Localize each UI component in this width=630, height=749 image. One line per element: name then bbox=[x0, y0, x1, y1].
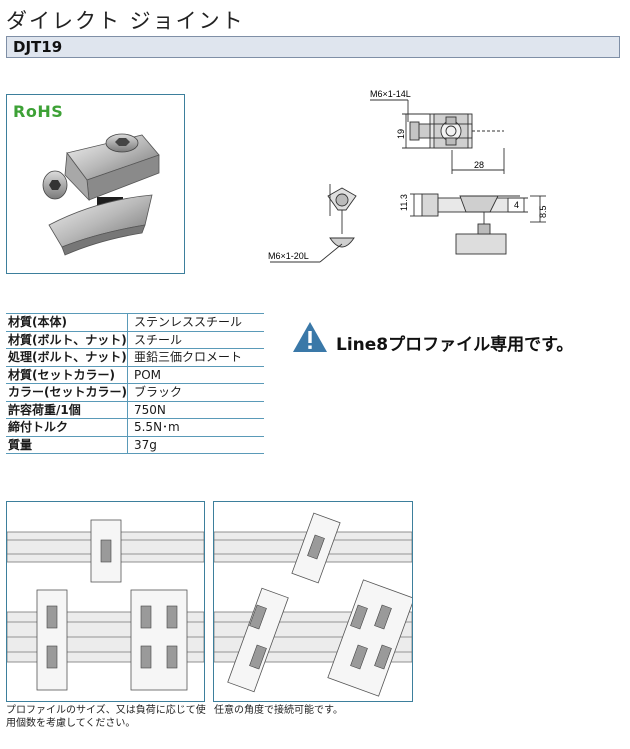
joint-photo-image bbox=[42, 133, 160, 256]
spec-value: ステンレススチール bbox=[127, 313, 264, 332]
caption-count: プロファイルのサイズ、又は負荷に応じて使用個数を考慮してください。 bbox=[6, 705, 206, 729]
product-photo-frame: RoHS bbox=[6, 94, 185, 274]
spec-label: カラー(セットカラー) bbox=[6, 383, 128, 402]
usage-panel-count bbox=[6, 501, 205, 702]
caption-angle: 任意の角度で接続可能です。 bbox=[214, 705, 343, 716]
spec-value: 5.5N･m bbox=[127, 418, 264, 437]
usage-diagram-angle bbox=[214, 512, 412, 697]
spec-label: 材質(ボルト、ナット) bbox=[6, 331, 128, 349]
spec-label: 質量 bbox=[6, 436, 128, 454]
spec-row: 材質(ボルト、ナット)スチール bbox=[6, 331, 264, 349]
spec-value: POM bbox=[127, 366, 264, 384]
spec-row: 材質(本体)ステンレススチール bbox=[6, 313, 264, 332]
spec-row: カラー(セットカラー)ブラック bbox=[6, 383, 264, 402]
usage-panel-angle bbox=[213, 501, 413, 702]
spec-label: 処理(ボルト、ナット) bbox=[6, 348, 128, 367]
profile-note: Line8プロファイル専用です。 bbox=[336, 335, 574, 355]
dim-8-5: 8.5 bbox=[538, 205, 548, 218]
dim-height-11-3: 11.3 bbox=[399, 194, 409, 211]
spec-row: 処理(ボルト、ナット)亜鉛三価クロメート bbox=[6, 348, 264, 367]
dim-bolt-top: M6×1-14L bbox=[370, 89, 411, 99]
spec-value: 750N bbox=[127, 401, 264, 419]
product-code-bar: DJT19 bbox=[6, 36, 620, 58]
dim-height-19: 19 bbox=[396, 129, 406, 139]
dim-4: 4 bbox=[514, 200, 519, 210]
spec-table: 材質(本体)ステンレススチール材質(ボルト、ナット)スチール処理(ボルト、ナット… bbox=[6, 313, 264, 454]
spec-label: 許容荷重/1個 bbox=[6, 401, 128, 419]
product-code: DJT19 bbox=[13, 38, 63, 56]
spec-label: 材質(本体) bbox=[6, 313, 128, 332]
rohs-badge: RoHS bbox=[13, 102, 64, 121]
usage-diagram-parallel bbox=[7, 519, 204, 691]
page-title: ダイレクト ジョイント bbox=[6, 9, 245, 33]
dim-width-28: 28 bbox=[474, 160, 484, 170]
dimension-drawing: M6×1-14L 19 28 11.3 4 8.5 M6×1-20L bbox=[268, 89, 548, 263]
spec-value: ブラック bbox=[127, 383, 264, 402]
spec-row: 材質(セットカラー)POM bbox=[6, 366, 264, 384]
spec-value: 37g bbox=[127, 436, 264, 454]
spec-label: 締付トルク bbox=[6, 418, 128, 437]
spec-value: 亜鉛三価クロメート bbox=[127, 348, 264, 367]
spec-value: スチール bbox=[127, 331, 264, 349]
spec-label: 材質(セットカラー) bbox=[6, 366, 128, 384]
dim-bolt-bottom: M6×1-20L bbox=[268, 251, 309, 261]
warning-icon bbox=[293, 322, 327, 352]
technical-drawings: M6×1-14L 19 28 11.3 4 8.5 M6×1-20L bbox=[230, 84, 570, 274]
